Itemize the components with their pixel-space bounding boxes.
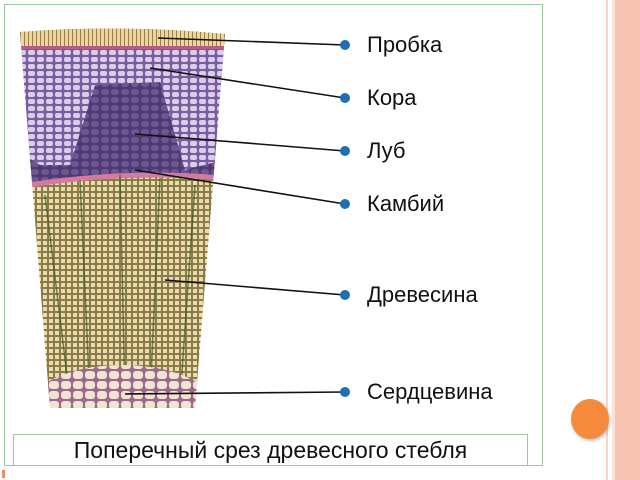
- decor-stripe-thin: [606, 0, 608, 480]
- label-cortex: Кора: [367, 85, 417, 110]
- label-cork: Пробка: [367, 32, 443, 57]
- caption: Поперечный срез древесного стебля: [13, 434, 528, 466]
- decor-stripe: [612, 0, 640, 480]
- corner-mark: [2, 470, 5, 478]
- label-phloem: Луб: [367, 138, 406, 163]
- label-cambium: Камбий: [367, 191, 445, 216]
- leader-lines: [124, 37, 346, 395]
- label-wood: Древесина: [367, 282, 478, 307]
- orange-circle-decor: [571, 399, 609, 439]
- bullets: [340, 40, 350, 397]
- label-pith: Сердцевина: [367, 379, 493, 404]
